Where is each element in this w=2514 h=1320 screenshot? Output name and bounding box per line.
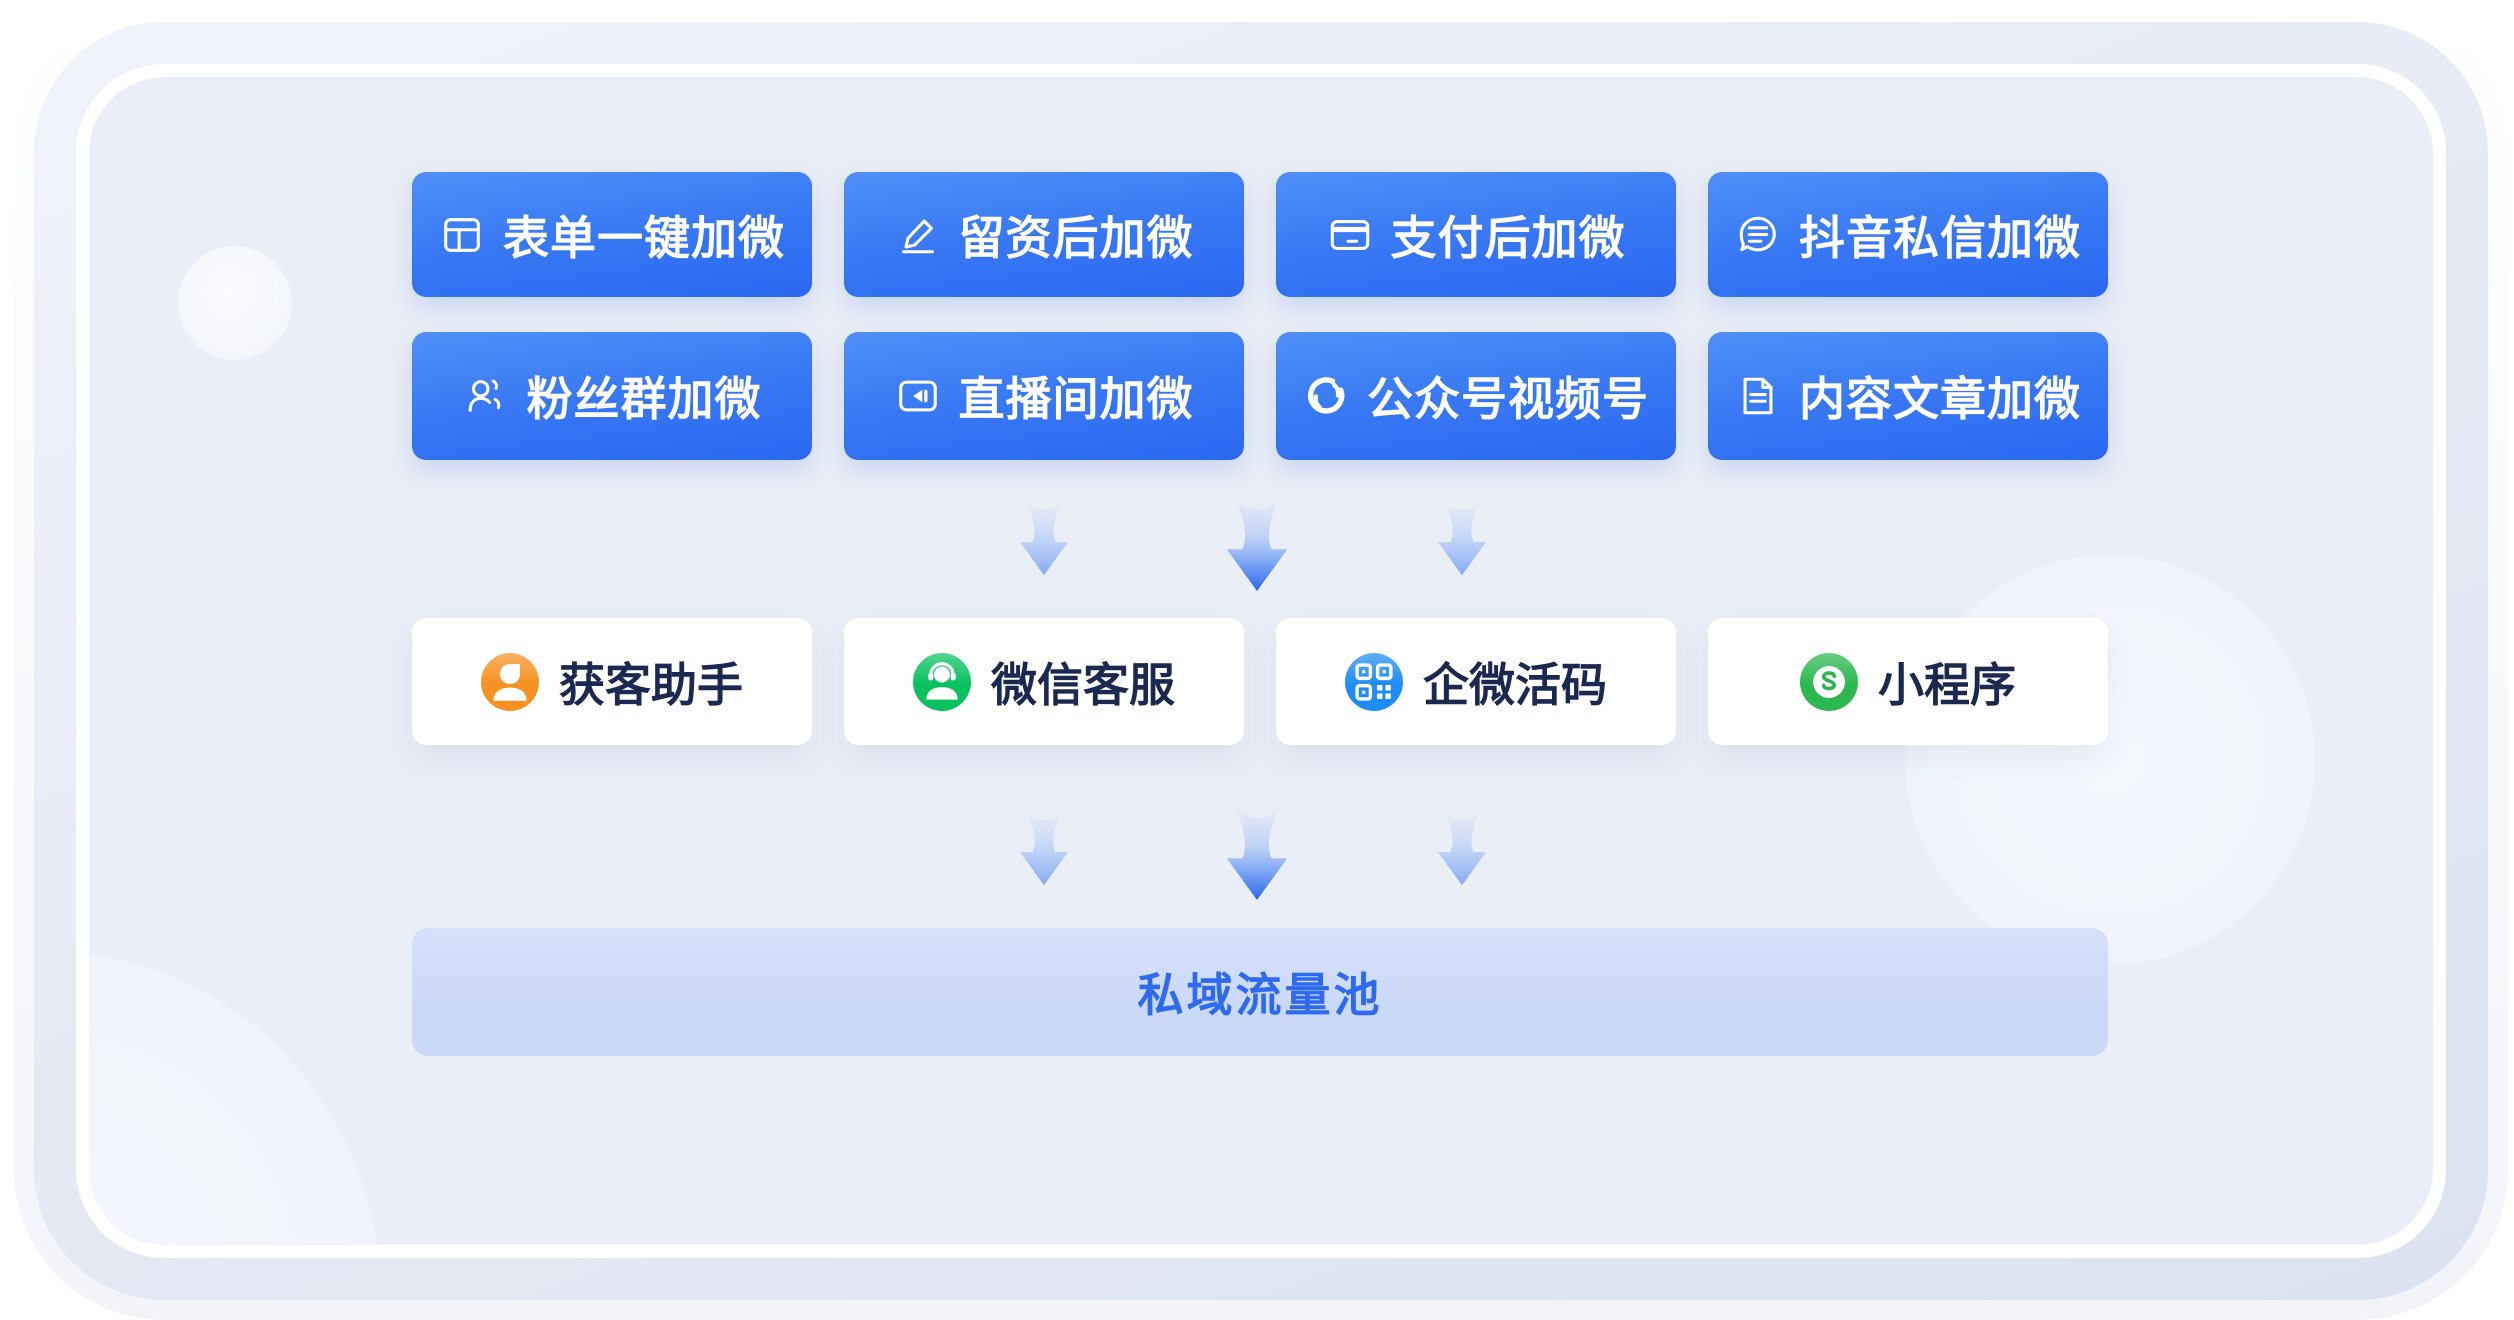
tool-card-label: 小程序 [1878, 649, 2016, 715]
source-button-livestream[interactable]: 直播间加微 [844, 332, 1244, 460]
flow-arrow-down-small [1015, 810, 1073, 886]
tool-card-label: 微信客服 [991, 649, 1175, 715]
flow-arrow-down-small [1433, 500, 1491, 576]
diagram-canvas: 表单一键加微 留资后加微 支付后加微 [89, 77, 2433, 1245]
tool-card-wecom-qrcode[interactable]: 企微活码 [1276, 618, 1676, 745]
source-button-lead[interactable]: 留资后加微 [844, 172, 1244, 297]
flow-arrow-down-large [1218, 497, 1296, 591]
live-video-icon [895, 373, 941, 419]
source-button-label: 内容文章加微 [1799, 363, 2081, 429]
source-button-label: 表单一键加微 [503, 202, 785, 268]
decor-circle-right [1905, 555, 2315, 965]
tool-card-miniprogram[interactable]: 小程序 [1708, 618, 2108, 745]
source-button-label: 粉丝群加微 [527, 363, 762, 429]
source-button-label: 公众号视频号 [1367, 363, 1649, 429]
source-button-content-article[interactable]: 内容文章加微 [1708, 332, 2108, 460]
device-bezel: 表单一键加微 留资后加微 支付后加微 [34, 22, 2488, 1300]
private-traffic-pool-bar: 私域流量池 [412, 928, 2108, 1056]
source-button-label: 直播间加微 [959, 363, 1194, 429]
form-layout-icon [439, 212, 485, 258]
chat-lines-icon [1735, 212, 1781, 258]
decor-circle-bottom-left [89, 950, 380, 1245]
tool-card-label: 获客助手 [559, 649, 743, 715]
source-button-form[interactable]: 表单一键加微 [412, 172, 812, 297]
miniprogram-icon [1800, 653, 1858, 711]
article-doc-icon [1735, 373, 1781, 419]
tool-card-wechat-service[interactable]: 微信客服 [844, 618, 1244, 745]
qrcode-icon [1345, 653, 1403, 711]
page-background: { "acquisition_buttons": { "row1": [ { "… [0, 0, 2514, 1170]
source-button-douyin-dm[interactable]: 抖音私信加微 [1708, 172, 2108, 297]
source-button-label: 支付后加微 [1391, 202, 1626, 268]
source-button-payment[interactable]: 支付后加微 [1276, 172, 1676, 297]
source-button-official-channels[interactable]: 公众号视频号 [1276, 332, 1676, 460]
headset-service-icon [913, 653, 971, 711]
pencil-edit-icon [895, 212, 941, 258]
source-button-fan-group[interactable]: 粉丝群加微 [412, 332, 812, 460]
channels-swirl-icon [1303, 373, 1349, 419]
flow-arrow-down-small [1015, 500, 1073, 576]
pool-bar-label: 私域流量池 [1138, 959, 1383, 1025]
credit-card-icon [1327, 212, 1373, 258]
customer-avatar-icon [481, 653, 539, 711]
source-button-label: 抖音私信加微 [1799, 202, 2081, 268]
tool-card-acquisition-assistant[interactable]: 获客助手 [412, 618, 812, 745]
decor-circle-small [178, 246, 292, 360]
flow-arrow-down-large [1218, 806, 1296, 900]
device-inner-ring: 表单一键加微 留资后加微 支付后加微 [76, 64, 2446, 1258]
tool-card-label: 企微活码 [1423, 649, 1607, 715]
device-frame: 表单一键加微 留资后加微 支付后加微 [14, 2, 2508, 1320]
flow-arrow-down-small [1433, 810, 1491, 886]
source-button-label: 留资后加微 [959, 202, 1194, 268]
user-voice-icon [463, 373, 509, 419]
